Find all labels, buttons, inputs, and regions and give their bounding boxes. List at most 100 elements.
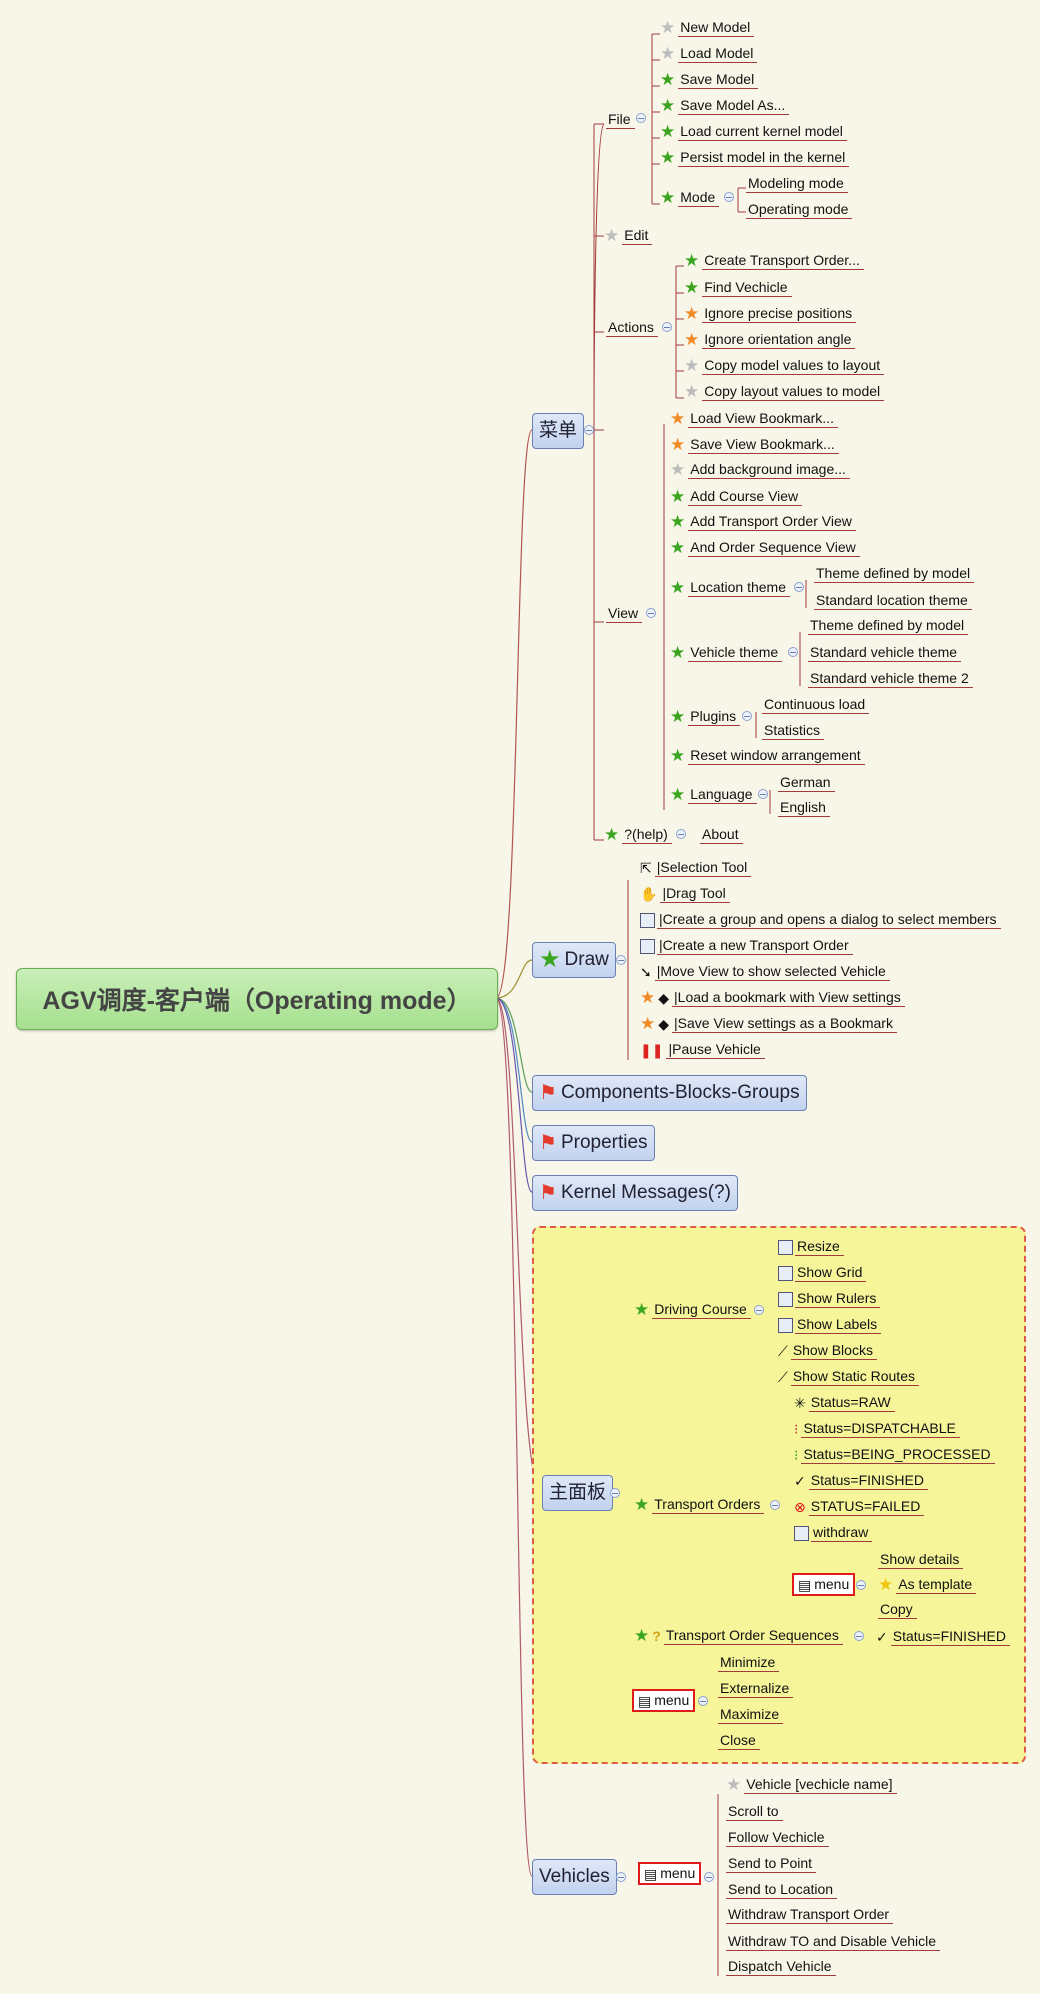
vehicle-menu-item[interactable]: Send to Point [726, 1854, 817, 1873]
topic-draw[interactable]: ★ Draw [532, 942, 616, 978]
menu-file[interactable]: File [606, 110, 635, 129]
menu-item-mode[interactable]: ★Mode [660, 188, 720, 207]
menu-item[interactable]: ★New Model [660, 18, 755, 37]
topic-menu[interactable]: 菜单 [532, 413, 585, 449]
draw-item[interactable]: |Create a new Transport Order [640, 936, 853, 955]
menu-view[interactable]: View [606, 604, 643, 623]
course-item[interactable]: ⟋Show Blocks [778, 1341, 877, 1360]
menu-item-vehicle-theme[interactable]: ★Vehicle theme [670, 643, 783, 662]
collapse-icon[interactable] [856, 1580, 866, 1590]
menu-item[interactable]: English [778, 798, 830, 817]
root-topic[interactable]: AGV调度-客户端（Operating mode） [16, 968, 498, 1030]
topic-main-panel[interactable]: 主面板 [542, 1475, 614, 1511]
draw-item[interactable]: ➘|Move View to show selected Vehicle [640, 962, 890, 981]
panel-menu-item[interactable]: Close [718, 1731, 760, 1750]
menu-item[interactable]: ★Persist model in the kernel [660, 148, 850, 167]
menu-item[interactable]: About [700, 825, 743, 844]
collapse-icon[interactable] [636, 113, 646, 123]
menu-item[interactable]: ★Add Course View [670, 487, 803, 506]
sequence-item[interactable]: ✓Status=FINISHED [876, 1627, 1010, 1646]
menu-item[interactable]: ★Save Model As... [660, 96, 790, 115]
panel-menu-item[interactable]: Minimize [718, 1653, 780, 1672]
collapse-icon[interactable] [646, 608, 656, 618]
menu-item[interactable]: ★And Order Sequence View [670, 538, 860, 557]
menu-item[interactable]: ★Copy model values to layout [684, 356, 885, 375]
panel-menu-item[interactable]: Maximize [718, 1705, 784, 1724]
menu-item[interactable]: ★Ignore orientation angle [684, 330, 856, 349]
vehicle-menu-item[interactable]: Scroll to [726, 1802, 783, 1821]
menu-item[interactable]: ★Save Model [660, 70, 759, 89]
course-item[interactable]: Resize [778, 1237, 844, 1256]
collapse-icon[interactable] [698, 1696, 708, 1706]
vehicles-menu[interactable]: ▤menu [638, 1862, 702, 1886]
draw-item[interactable]: |Create a group and opens a dialog to se… [640, 910, 1001, 929]
panel-menu[interactable]: ▤menu [632, 1689, 696, 1713]
menu-item[interactable]: Standard vehicle theme [808, 643, 962, 662]
draw-item[interactable]: ⇱|Selection Tool [640, 858, 752, 877]
menu-item[interactable]: ★Load Model [660, 44, 758, 63]
menu-item[interactable]: Theme defined by model [814, 564, 975, 583]
collapse-icon[interactable] [662, 322, 672, 332]
menu-item[interactable]: ★Add Transport Order View [670, 512, 856, 531]
vehicle-menu-item[interactable]: Follow Vechicle [726, 1828, 829, 1847]
course-item[interactable]: Show Grid [778, 1263, 867, 1282]
collapse-icon[interactable] [584, 425, 594, 435]
draw-item[interactable]: ❚❚|Pause Vehicle [640, 1040, 765, 1059]
menu-item[interactable]: Continuous load [762, 695, 870, 714]
course-item[interactable]: Show Rulers [778, 1289, 881, 1308]
order-sequences[interactable]: ★?Transport Order Sequences [634, 1626, 843, 1645]
order-item[interactable]: withdraw [794, 1523, 873, 1542]
order-item[interactable]: ⁝Status=BEING_PROCESSED [794, 1445, 995, 1464]
course-item[interactable]: ⟋Show Static Routes [778, 1367, 919, 1386]
order-item[interactable]: ✓Status=FINISHED [794, 1471, 928, 1490]
topic-properties[interactable]: ⚑ Properties [532, 1125, 655, 1161]
collapse-icon[interactable] [610, 1488, 620, 1498]
menu-item[interactable]: ★Load View Bookmark... [670, 409, 838, 428]
collapse-icon[interactable] [616, 955, 626, 965]
collapse-icon[interactable] [854, 1631, 864, 1641]
menu-item[interactable]: ★Copy layout values to model [684, 382, 885, 401]
draw-item[interactable]: ★◆|Save View settings as a Bookmark [640, 1014, 897, 1033]
menu-item[interactable]: ★Add background image... [670, 460, 850, 479]
topic-vehicles[interactable]: Vehicles [532, 1859, 617, 1895]
menu-item[interactable]: German [778, 773, 835, 792]
vehicle-menu-item[interactable]: Dispatch Vehicle [726, 1957, 836, 1976]
collapse-icon[interactable] [742, 711, 752, 721]
menu-item[interactable]: Theme defined by model [808, 616, 969, 635]
collapse-icon[interactable] [788, 647, 798, 657]
topic-components[interactable]: ⚑ Components-Blocks-Groups [532, 1075, 807, 1111]
collapse-icon[interactable] [704, 1872, 714, 1882]
menu-item-language[interactable]: ★Language [670, 785, 757, 804]
menu-help[interactable]: ★?(help) [604, 825, 672, 844]
draw-item[interactable]: ✋|Drag Tool [640, 884, 730, 903]
driving-course[interactable]: ★Driving Course [634, 1300, 751, 1319]
collapse-icon[interactable] [794, 582, 804, 592]
menu-item[interactable]: Statistics [762, 721, 825, 740]
topic-kernel-messages[interactable]: ⚑ Kernel Messages(?) [532, 1175, 738, 1211]
vehicle-menu-item[interactable]: Send to Location [726, 1880, 838, 1899]
panel-menu-item[interactable]: Externalize [718, 1679, 794, 1698]
orders-menu-item[interactable]: ★As template [878, 1575, 977, 1594]
collapse-icon[interactable] [770, 1500, 780, 1510]
menu-item[interactable]: ★Ignore precise positions [684, 304, 857, 323]
collapse-icon[interactable] [754, 1305, 764, 1315]
menu-item[interactable]: Standard location theme [814, 591, 972, 610]
menu-edit[interactable]: ★Edit [604, 226, 653, 245]
menu-item[interactable]: ★Load current kernel model [660, 122, 847, 141]
menu-item[interactable]: ★Reset window arrangement [670, 746, 865, 765]
collapse-icon[interactable] [616, 1872, 626, 1882]
menu-actions[interactable]: Actions [606, 318, 658, 337]
collapse-icon[interactable] [758, 789, 768, 799]
orders-menu-item[interactable]: Copy [878, 1600, 917, 1619]
collapse-icon[interactable] [676, 829, 686, 839]
vehicle-menu-item[interactable]: ★Vehicle [vechicle name] [726, 1775, 897, 1794]
vehicle-menu-item[interactable]: Withdraw TO and Disable Vehicle [726, 1932, 941, 1951]
transport-orders[interactable]: ★Transport Orders [634, 1495, 765, 1514]
menu-item-location-theme[interactable]: ★Location theme [670, 578, 790, 597]
course-item[interactable]: Show Labels [778, 1315, 882, 1334]
menu-item[interactable]: Modeling mode [746, 174, 848, 193]
menu-item-plugins[interactable]: ★Plugins [670, 707, 741, 726]
order-item[interactable]: ⊗STATUS=FAILED [794, 1497, 925, 1516]
menu-item[interactable]: ★Save View Bookmark... [670, 435, 839, 454]
orders-menu[interactable]: ▤menu [792, 1573, 856, 1597]
